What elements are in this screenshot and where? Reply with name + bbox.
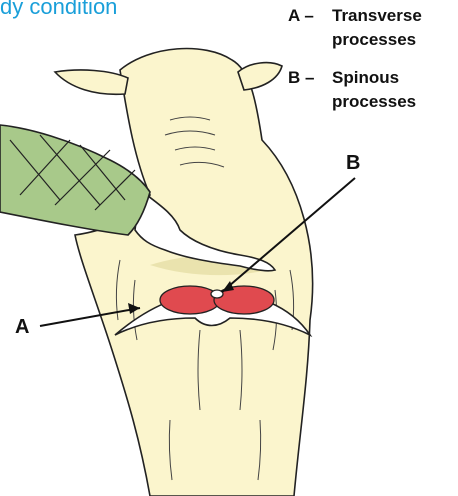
- legend: A – Transverse processes B – Spinous pro…: [288, 4, 458, 128]
- sheep-ear-left: [55, 70, 128, 94]
- legend-key-a: A –: [288, 4, 332, 52]
- legend-text-a: Transverse processes: [332, 4, 458, 52]
- legend-text-b: Spinous processes: [332, 66, 458, 114]
- callout-label-b: B: [346, 152, 360, 175]
- legend-key-b: B –: [288, 66, 332, 114]
- legend-item-b: B – Spinous processes: [288, 66, 458, 114]
- sheep-ear-right: [238, 63, 282, 90]
- callout-label-a: A: [15, 316, 29, 339]
- loin-muscle-left: [160, 286, 220, 314]
- glove-sleeve: [0, 125, 150, 235]
- page-title: dy condition: [0, 0, 117, 20]
- legend-item-a: A – Transverse processes: [288, 4, 458, 52]
- spinous-process: [211, 290, 223, 298]
